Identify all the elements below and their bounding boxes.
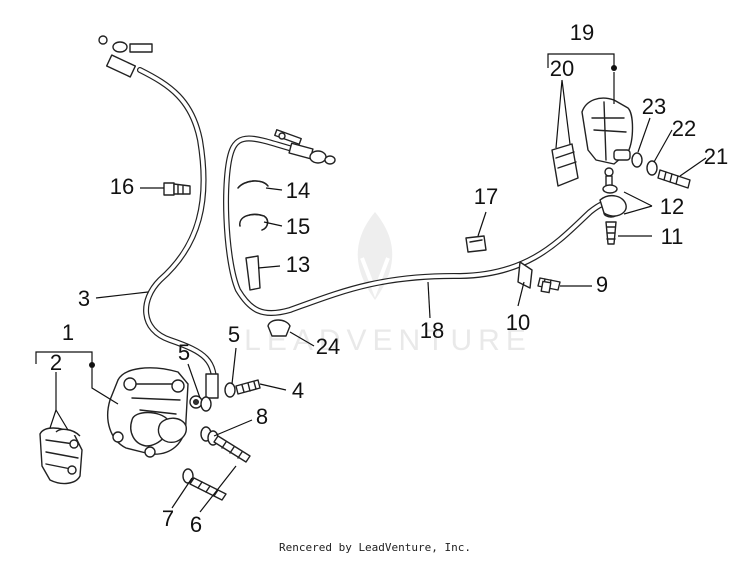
callout-1: 1 bbox=[62, 320, 74, 345]
hose-bracket bbox=[517, 261, 561, 294]
hose-clip bbox=[465, 235, 487, 253]
callout-18: 18 bbox=[420, 318, 444, 343]
callout-23: 23 bbox=[642, 94, 666, 119]
callout-6: 6 bbox=[190, 512, 202, 537]
callout-7: 7 bbox=[162, 506, 174, 531]
rear-brake-hose bbox=[223, 129, 615, 317]
master-cylinder-assembly bbox=[551, 97, 634, 245]
callout-2: 2 bbox=[50, 350, 62, 375]
callout-20: 20 bbox=[550, 56, 574, 81]
callout-24: 24 bbox=[316, 334, 340, 359]
callout-5-right: 5 bbox=[228, 322, 240, 347]
callout-4: 4 bbox=[292, 378, 304, 403]
caliper-banjo-set bbox=[200, 379, 261, 412]
callout-13: 13 bbox=[286, 252, 310, 277]
front-brake-hose bbox=[98, 35, 219, 399]
callout-11: 11 bbox=[661, 224, 684, 249]
callout-labels: 1 2 3 4 5 5 6 7 8 9 10 11 12 13 14 15 16… bbox=[50, 20, 728, 537]
hose-guide-bolt bbox=[163, 182, 191, 196]
callout-14: 14 bbox=[286, 178, 310, 203]
callout-21: 21 bbox=[704, 144, 728, 169]
callout-3: 3 bbox=[78, 286, 90, 311]
master-cylinder-bolt-set bbox=[631, 152, 691, 189]
watermark-logo bbox=[357, 212, 393, 300]
hose-sleeve bbox=[245, 255, 261, 291]
hose-clamp-clip bbox=[267, 319, 291, 337]
callout-8: 8 bbox=[256, 404, 268, 429]
watermark-text: LEADVENTURE bbox=[244, 324, 532, 357]
render-credit: Rencered by LeadVenture, Inc. bbox=[278, 541, 472, 554]
callout-16: 16 bbox=[110, 174, 134, 199]
callout-15: 15 bbox=[286, 214, 310, 239]
callout-12: 12 bbox=[660, 194, 684, 219]
callout-22: 22 bbox=[672, 116, 696, 141]
callout-19: 19 bbox=[570, 20, 594, 45]
callout-5-left: 5 bbox=[178, 340, 190, 365]
callout-9: 9 bbox=[596, 272, 608, 297]
callout-10: 10 bbox=[506, 310, 530, 335]
leader-lines bbox=[35, 53, 707, 513]
caliper-mounting-bolts bbox=[182, 426, 251, 501]
callout-17: 17 bbox=[474, 184, 498, 209]
hose-clamps bbox=[237, 180, 269, 231]
brake-pad-set bbox=[39, 427, 83, 485]
brake-caliper bbox=[107, 367, 203, 458]
